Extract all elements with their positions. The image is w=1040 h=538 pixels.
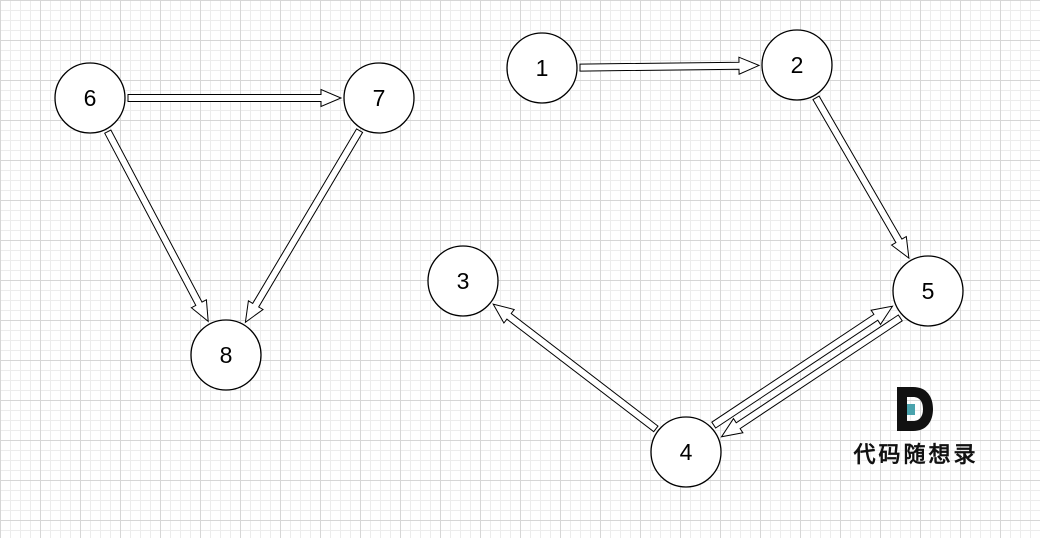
edge-6-to-7 (127, 88, 343, 108)
node-label-8: 8 (220, 342, 233, 368)
node-4: 4 (650, 416, 722, 488)
node-circle-7 (343, 62, 415, 134)
node-7: 7 (343, 62, 415, 134)
edge-7-to-8 (244, 128, 364, 324)
logo-d-icon (897, 387, 933, 431)
node-1: 1 (506, 32, 578, 104)
node-label-4: 4 (680, 439, 693, 465)
node-label-5: 5 (922, 278, 935, 304)
node-label-6: 6 (84, 85, 97, 111)
node-2: 2 (761, 29, 833, 101)
node-circle-3 (427, 245, 499, 317)
node-circle-1 (506, 32, 578, 104)
edge-4-to-3 (492, 303, 659, 433)
node-3: 3 (427, 245, 499, 317)
node-circle-5 (892, 255, 964, 327)
watermark-text: 代码随想录 (853, 442, 979, 468)
nodes-layer: 1 2 3 4 5 6 7 8 (54, 29, 964, 488)
edge-1-to-2 (579, 56, 761, 75)
node-label-1: 1 (536, 55, 549, 81)
node-circle-4 (650, 416, 722, 488)
node-label-3: 3 (457, 268, 470, 294)
edge-2-to-5 (812, 95, 910, 260)
node-label-2: 2 (791, 52, 804, 78)
watermark-logo: 代码随想录 (836, 380, 996, 470)
edges-layer (104, 56, 910, 438)
node-circle-8 (190, 319, 262, 391)
node-8: 8 (190, 319, 262, 391)
node-circle-2 (761, 29, 833, 101)
node-6: 6 (54, 62, 126, 134)
edge-6-to-8 (104, 129, 209, 323)
node-circle-6 (54, 62, 126, 134)
node-label-7: 7 (373, 85, 386, 111)
edge-4-to-5 (711, 305, 894, 429)
node-5: 5 (892, 255, 964, 327)
edge-5-to-4 (720, 314, 903, 438)
